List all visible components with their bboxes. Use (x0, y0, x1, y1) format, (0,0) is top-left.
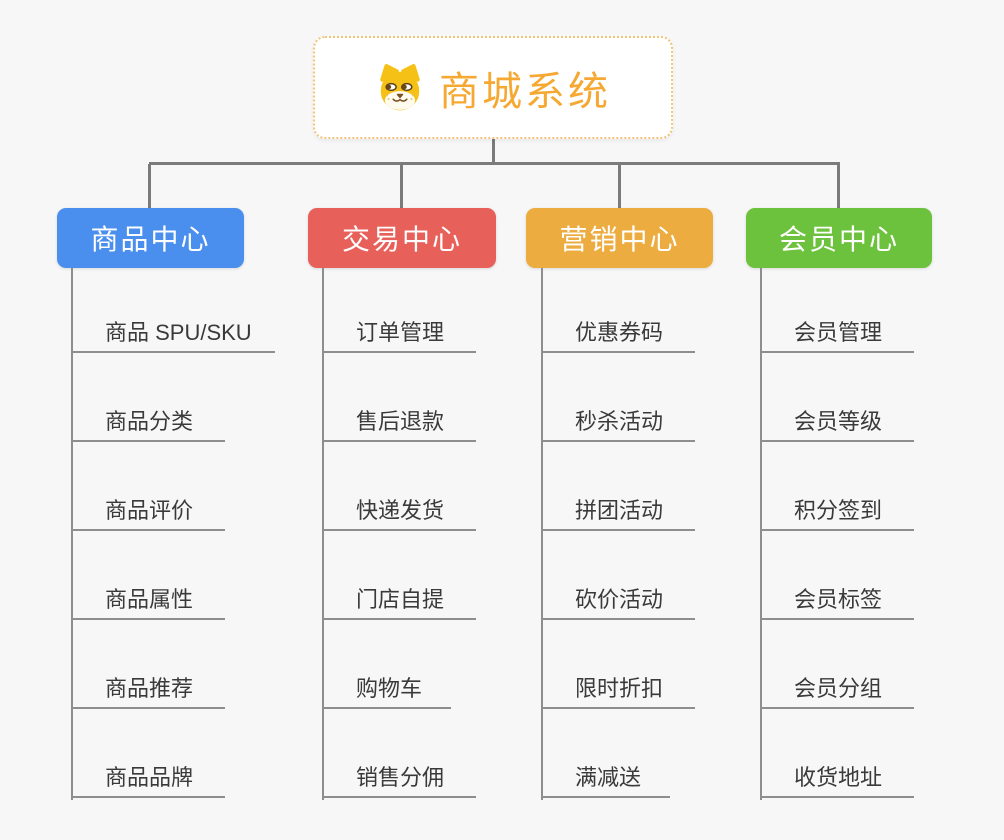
leaf-node[interactable]: 限时折扣 (541, 675, 695, 709)
branch-node-trade-center[interactable]: 交易中心 (308, 208, 496, 268)
leaf-node[interactable]: 拼团活动 (541, 497, 695, 531)
spine-product (71, 268, 73, 800)
branch-node-marketing-center[interactable]: 营销中心 (526, 208, 713, 268)
leaf-node[interactable]: 商品推荐 (71, 675, 225, 709)
spine-marketing (541, 268, 543, 800)
leaf-node[interactable]: 会员标签 (760, 586, 914, 620)
leaf-node[interactable]: 满减送 (541, 764, 670, 798)
branch-node-product-center[interactable]: 商品中心 (57, 208, 244, 268)
leaf-node[interactable]: 商品属性 (71, 586, 225, 620)
root-node[interactable]: 商城系统 (313, 36, 673, 139)
root-title: 商城系统 (439, 69, 611, 114)
leaf-node[interactable]: 会员等级 (760, 408, 914, 442)
connector-horizontal-bar (149, 162, 840, 165)
leaf-node[interactable]: 会员管理 (760, 319, 914, 353)
connector-drop-member (837, 164, 840, 208)
leaf-node[interactable]: 收货地址 (760, 764, 914, 798)
leaf-node[interactable]: 砍价活动 (541, 586, 695, 620)
leaf-node[interactable]: 售后退款 (322, 408, 476, 442)
leaf-node[interactable]: 商品品牌 (71, 764, 225, 798)
leaf-node[interactable]: 快递发货 (322, 497, 476, 531)
leaf-node[interactable]: 商品 SPU/SKU (71, 319, 275, 353)
leaf-node[interactable]: 商品评价 (71, 497, 225, 531)
leaf-node[interactable]: 门店自提 (322, 586, 476, 620)
connector-drop-marketing (618, 164, 621, 208)
connector-root-stem (492, 139, 495, 163)
connector-drop-product (148, 164, 151, 208)
leaf-node[interactable]: 商品分类 (71, 408, 225, 442)
branch-node-member-center[interactable]: 会员中心 (746, 208, 932, 268)
doge-icon (380, 63, 420, 110)
spine-member (760, 268, 762, 800)
leaf-node[interactable]: 优惠券码 (541, 319, 695, 353)
leaf-node[interactable]: 订单管理 (322, 319, 476, 353)
leaf-node[interactable]: 秒杀活动 (541, 408, 695, 442)
leaf-node[interactable]: 会员分组 (760, 675, 914, 709)
leaf-node[interactable]: 购物车 (322, 675, 451, 709)
spine-trade (322, 268, 324, 800)
leaf-node[interactable]: 积分签到 (760, 497, 914, 531)
connector-drop-trade (400, 164, 403, 208)
leaf-node[interactable]: 销售分佣 (322, 764, 476, 798)
